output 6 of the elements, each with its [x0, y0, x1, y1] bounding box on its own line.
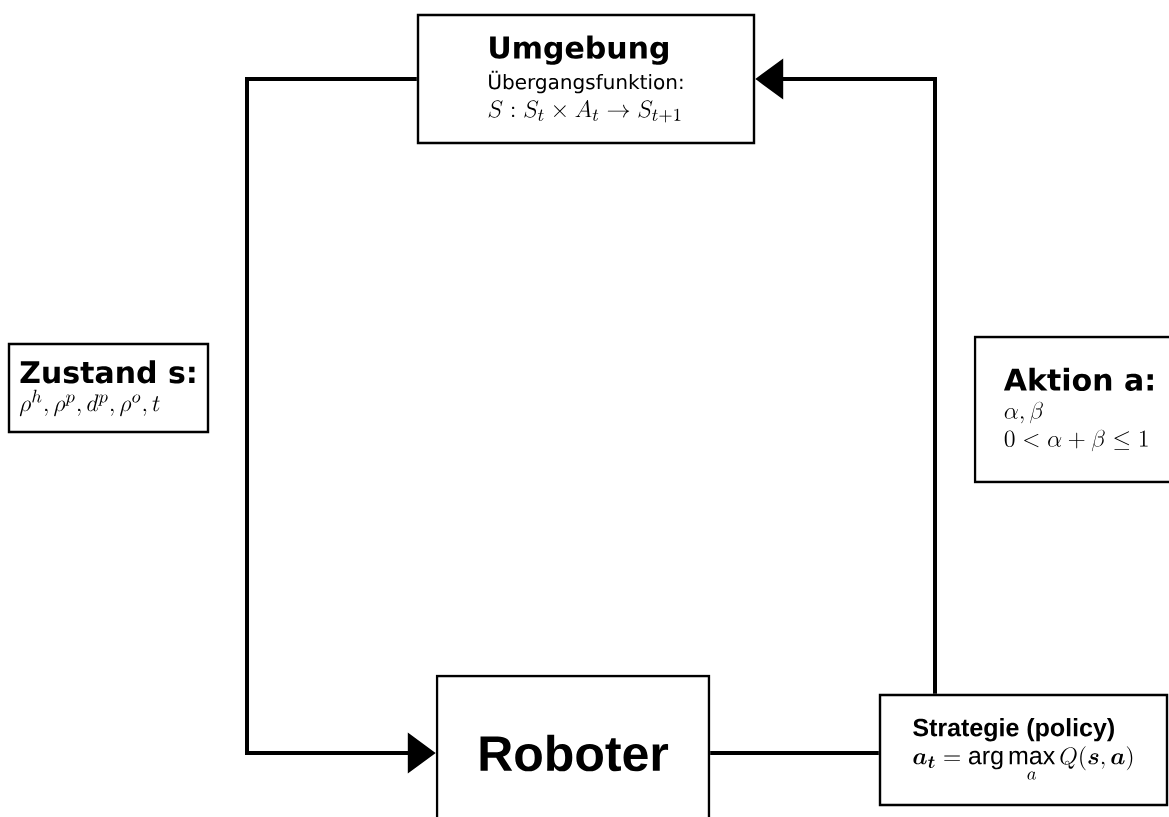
process-box: Umgebung Übergangsfunktion: $S: S_t \times A_t \rightarrow S_{t+1}$: [416, 13, 756, 145]
info-box: Aktion a: $\alpha, \beta$ $0 < \alpha + \beta \leq 1$: [973, 335, 1169, 484]
connector-line: [710, 751, 879, 755]
process-box: Roboter: [435, 674, 711, 817]
process-box: Strategie (policy) $\boldsymbol{a_t} = \arg\max\limits_a Q(\boldsymbol{s},\boldsymbol{a})$: [878, 693, 1169, 807]
info-box: Zustand s: $\rho^h, \rho^p, d^p, \rho^o, t$: [7, 342, 210, 434]
